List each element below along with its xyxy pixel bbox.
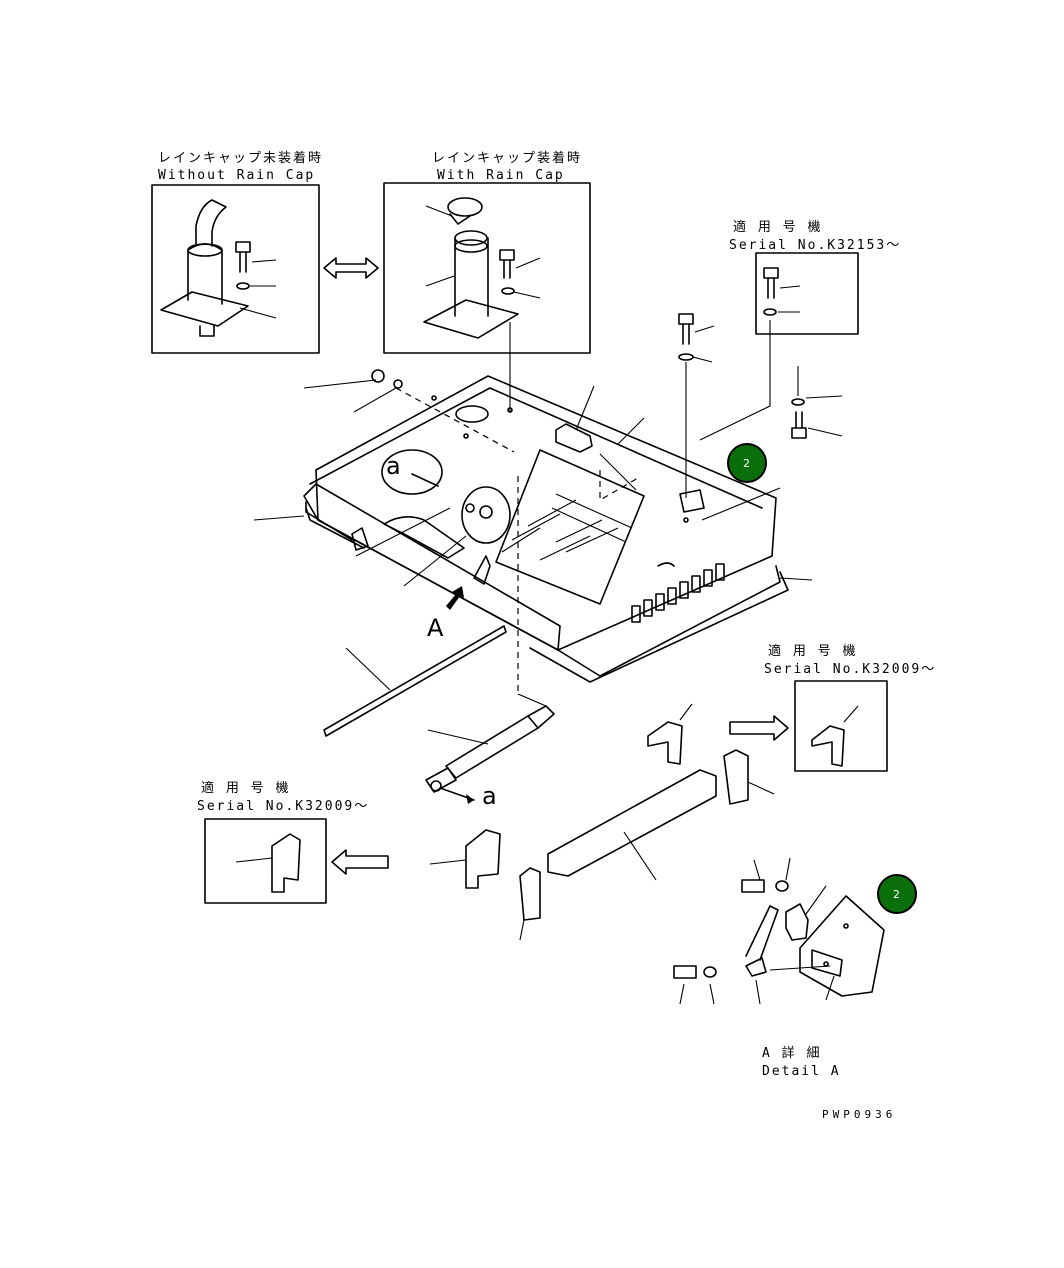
view-a-label: A bbox=[427, 614, 444, 642]
serial-top-right-en: Serial No.K32153～ bbox=[729, 238, 901, 253]
gas-spring: a bbox=[425, 705, 555, 810]
hood-latch bbox=[473, 555, 491, 585]
serial-left-jp: 適 用 号 機 bbox=[201, 780, 290, 796]
serial-left-frame bbox=[204, 818, 327, 904]
seal-strip bbox=[323, 625, 507, 737]
callout-2-hood[interactable]: 2 bbox=[727, 443, 767, 483]
muffler-pipe-no-cap bbox=[160, 199, 249, 337]
hood-side-grille bbox=[631, 563, 725, 623]
bolt-no-cap bbox=[235, 241, 277, 319]
serial-middle-frame bbox=[794, 680, 888, 772]
view-a-marker: A bbox=[427, 586, 464, 642]
panel-with-frame bbox=[383, 182, 591, 354]
panel-with-title-en: With Rain Cap bbox=[437, 168, 565, 183]
access-cover bbox=[495, 449, 645, 605]
detail-a-bubble bbox=[381, 449, 443, 495]
panel-without-title-jp: レインキャップ未装着時 bbox=[158, 150, 323, 166]
drawing-code: PWP0936 bbox=[822, 1108, 896, 1121]
panel-without-frame bbox=[151, 184, 320, 354]
serial-note-middle-right: 適 用 号 機 Serial No.K32009～ bbox=[729, 643, 936, 772]
detail-a-view: A 詳 細 Detail A bbox=[673, 857, 885, 1079]
detail-a-marker-top: a bbox=[386, 452, 401, 480]
detail-a-title-jp: A 詳 細 bbox=[762, 1045, 821, 1061]
hood-leaders bbox=[253, 369, 813, 587]
callout-number: 2 bbox=[743, 457, 750, 470]
engine-hood bbox=[303, 375, 789, 683]
serial-left-en: Serial No.K32009～ bbox=[197, 799, 369, 814]
view-arrow-icon bbox=[446, 586, 464, 610]
bolt-with-cap bbox=[499, 249, 541, 299]
muffler-pipe-with-cap bbox=[423, 197, 519, 339]
panel-without-title-en: Without Rain Cap bbox=[158, 168, 315, 183]
callout-2-detail[interactable]: 2 bbox=[877, 874, 917, 914]
detail-a-title-en: Detail A bbox=[762, 1064, 841, 1079]
hood-bolts bbox=[678, 313, 843, 498]
serial-note-top-right: 適 用 号 機 Serial No.K32153～ bbox=[699, 219, 901, 441]
panel-without-rain-cap: レインキャップ未装着時 Without Rain Cap bbox=[151, 150, 323, 354]
detail-a-marker-bottom: a bbox=[482, 782, 497, 810]
panel-with-rain-cap: レインキャップ装着時 With Rain Cap bbox=[383, 150, 591, 412]
serial-note-left: 適 用 号 機 Serial No.K32009～ bbox=[197, 780, 501, 904]
stopper-blocks bbox=[519, 703, 775, 941]
serial-middle-jp: 適 用 号 機 bbox=[768, 643, 857, 659]
panel-with-title-jp: レインキャップ装着時 bbox=[432, 150, 582, 166]
serial-middle-en: Serial No.K32009～ bbox=[764, 662, 936, 677]
callout-number: 2 bbox=[893, 888, 900, 901]
arrow-right-icon bbox=[729, 715, 789, 741]
serial-top-right-jp: 適 用 号 機 bbox=[733, 219, 822, 235]
swap-arrow-icon bbox=[323, 257, 379, 279]
serial-top-right-frame bbox=[755, 252, 859, 335]
arrow-left-icon bbox=[331, 849, 389, 875]
